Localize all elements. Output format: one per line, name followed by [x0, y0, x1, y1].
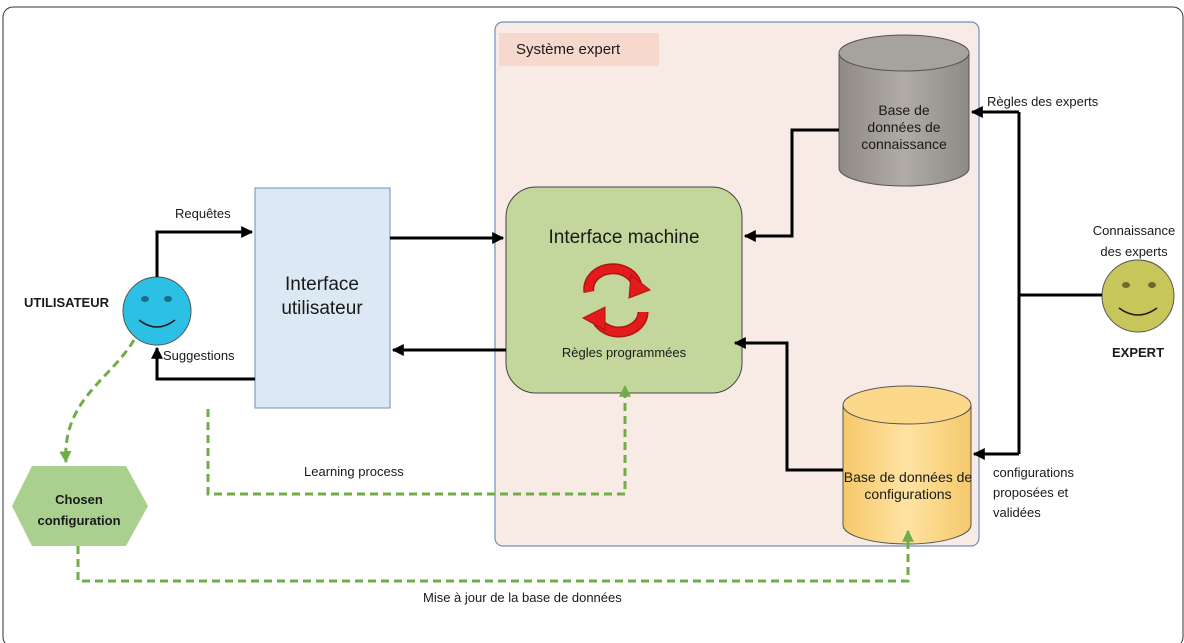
requests-arrow	[155, 226, 254, 277]
chosen-configuration-hexagon	[12, 466, 148, 546]
expert-rules-label: Règles des experts	[987, 94, 1099, 109]
suggestions-label: Suggestions	[163, 348, 235, 363]
user-smiley-icon	[122, 276, 192, 346]
system-title: Système expert	[516, 41, 621, 58]
chosen-config-label: Chosen configuration	[37, 492, 121, 528]
knowledge-db-label: Base de données de connaissance	[861, 102, 947, 152]
knowledge-database	[838, 34, 970, 187]
config-db-label: Base de données de configurations	[843, 469, 973, 502]
suggestions-arrow	[151, 346, 255, 381]
db-update-dashed-arrow	[76, 529, 914, 583]
config-to-machine-arrow	[733, 337, 843, 472]
configuration-database	[842, 385, 972, 545]
outer-frame	[2, 6, 1184, 643]
knowledge-to-machine-arrow	[743, 128, 839, 242]
user-interface-box	[254, 187, 391, 409]
machine-interface-box	[505, 186, 743, 394]
db-update-label: Mise à jour de la base de données	[423, 590, 622, 605]
user-to-chosen-dashed-arrow	[59, 339, 136, 464]
expert-system-title-box	[499, 33, 659, 66]
rotate-icon	[581, 263, 652, 338]
user-label: UTILISATEUR	[24, 295, 109, 310]
learning-process-dashed-arrow	[206, 384, 631, 496]
requests-label: Requêtes	[175, 206, 231, 221]
expert-knowledge-label: Connaissance des experts	[1092, 223, 1176, 259]
machine-interface-label: Interface machine	[548, 227, 700, 248]
user-interface-label: Interface utilisateur	[281, 274, 363, 319]
learning-process-label: Learning process	[304, 464, 404, 479]
expert-label: EXPERT	[1112, 345, 1165, 360]
expert-smiley-icon	[1101, 259, 1175, 333]
programmed-rules-label: Règles programmées	[561, 345, 687, 360]
proposed-configs-label: configurations proposées et validées	[993, 465, 1074, 520]
